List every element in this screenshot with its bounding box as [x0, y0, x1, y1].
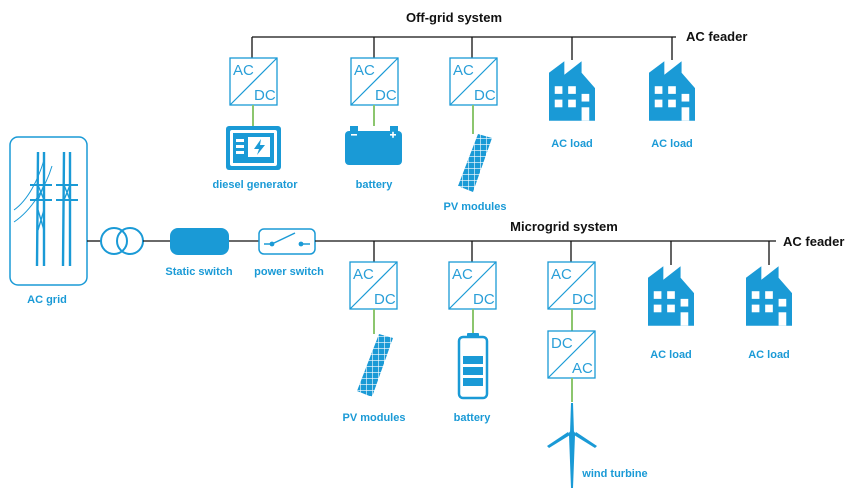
converter-bottom-label: DC: [254, 87, 276, 104]
converter-top-label: AC: [353, 266, 374, 283]
converter-bottom-label: DC: [473, 291, 495, 308]
power-switch-label: power switch: [254, 266, 324, 278]
ac-load-label: AC load: [651, 138, 693, 150]
converter-bottom-label: DC: [374, 291, 396, 308]
ac-load-icon: [648, 266, 694, 326]
battery-icon: [345, 126, 402, 165]
battery-label: battery: [454, 412, 492, 424]
converter-top-label: AC: [453, 62, 474, 79]
microgrid-feeder-label: AC feader: [783, 234, 844, 249]
ac-load-label: AC load: [551, 138, 593, 150]
converter-bottom-label: DC: [572, 291, 594, 308]
offgrid-feeder-label: AC feader: [686, 29, 747, 44]
wind-turbine-icon: [547, 403, 597, 488]
converter-top-label: DC: [551, 335, 573, 352]
offgrid-converter-diesel: AC DC: [229, 57, 278, 106]
pv-panel-icon: [458, 134, 492, 192]
ac-grid-label: AC grid: [27, 294, 67, 306]
converter-top-label: AC: [233, 62, 254, 79]
ac-load-icon: [746, 266, 792, 326]
offgrid-system: Off-grid system AC feader AC DC AC DC AC: [213, 10, 748, 213]
converter-bottom-label: DC: [474, 87, 496, 104]
ac-load-icon: [549, 61, 595, 121]
battery-icon: [457, 333, 489, 400]
offgrid-converter-pv: AC DC: [449, 57, 498, 106]
microgrid-converter-wind-acdc: AC DC: [547, 261, 596, 310]
pv-panel-icon: [357, 334, 393, 397]
grid-connection: AC grid Static switch power switch: [9, 136, 324, 306]
ac-load-label: AC load: [650, 349, 692, 361]
pv-modules-label: PV modules: [343, 412, 406, 424]
transformer-icon: [100, 227, 144, 255]
diesel-generator-label: diesel generator: [213, 179, 299, 191]
ac-load-icon: [649, 61, 695, 121]
power-switch-icon: [258, 228, 316, 255]
microgrid-converter-pv: AC DC: [349, 261, 398, 310]
converter-top-label: AC: [354, 62, 375, 79]
ac-grid-icon: [9, 136, 88, 286]
pv-modules-label: PV modules: [444, 201, 507, 213]
static-switch-icon: [170, 228, 229, 255]
wind-turbine-label: wind turbine: [581, 468, 647, 480]
offgrid-converter-battery: AC DC: [350, 57, 399, 106]
converter-bottom-label: AC: [572, 360, 593, 377]
converter-top-label: AC: [452, 266, 473, 283]
converter-top-label: AC: [551, 266, 572, 283]
static-switch-label: Static switch: [165, 266, 233, 278]
ac-load-label: AC load: [748, 349, 790, 361]
microgrid-converter-wind-dcac: DC AC: [547, 330, 596, 379]
microgrid-system: Microgrid system AC feader AC DC AC DC A…: [315, 219, 844, 488]
converter-bottom-label: DC: [375, 87, 397, 104]
offgrid-title: Off-grid system: [406, 10, 502, 25]
diesel-generator-icon: [226, 126, 281, 170]
microgrid-converter-battery: AC DC: [448, 261, 497, 310]
microgrid-title: Microgrid system: [510, 219, 618, 234]
battery-label: battery: [356, 179, 394, 191]
